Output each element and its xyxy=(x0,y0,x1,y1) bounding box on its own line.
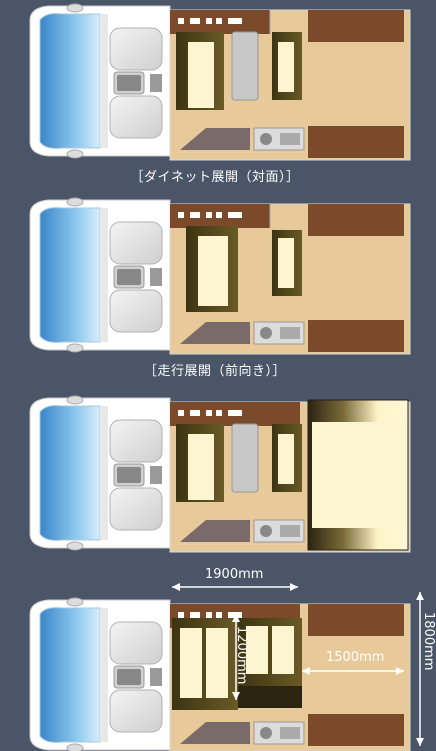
dimension-diagram xyxy=(29,583,424,751)
dimension-side-label: 1800mm xyxy=(421,612,436,671)
dimension-seat-label: 1200mm xyxy=(234,626,249,685)
dinette-layout-diagram xyxy=(29,3,411,161)
caption-dinette: ［ダイネット展開（対面）］ xyxy=(130,170,300,185)
bed-layout-diagram xyxy=(29,395,411,553)
driving-layout-diagram xyxy=(29,197,411,355)
dimension-bed-width-label: 1500mm xyxy=(326,650,385,665)
dimension-width-label: 1900mm xyxy=(205,567,264,582)
caption-driving: ［走行展開（前向き）］ xyxy=(143,364,286,379)
